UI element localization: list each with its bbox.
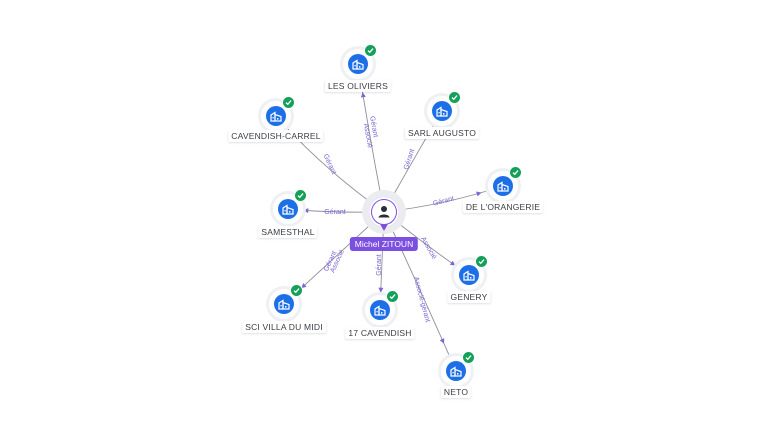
company-icon xyxy=(270,111,282,122)
company-node[interactable] xyxy=(261,96,295,131)
verified-check-icon xyxy=(509,166,522,179)
verified-check-icon xyxy=(475,255,488,268)
company-node-label[interactable]: 17 CAVENDISH xyxy=(345,327,415,339)
company-icon xyxy=(497,181,509,192)
verified-check-icon xyxy=(386,290,399,303)
center-node-label[interactable]: Michel ZITOUN xyxy=(349,237,419,251)
company-node-label[interactable]: LES OLIVIERS xyxy=(324,80,392,92)
verified-check-icon xyxy=(462,351,475,364)
company-icon xyxy=(278,299,290,310)
company-icon xyxy=(282,204,294,215)
center-node-inner xyxy=(372,200,396,224)
company-node-label[interactable]: DE L'ORANGERIE xyxy=(462,201,544,213)
company-node[interactable] xyxy=(488,166,522,201)
company-icon-disc xyxy=(459,265,479,285)
edge-n9 xyxy=(383,211,457,372)
edge-arrow-n1 xyxy=(360,92,366,98)
company-icon-disc xyxy=(370,300,390,320)
company-node-label[interactable]: SCI VILLA DU MIDI xyxy=(242,321,326,333)
company-icon-disc xyxy=(274,294,294,314)
company-icon-disc xyxy=(446,361,466,381)
company-icon xyxy=(436,106,448,117)
edge-label: Gérant xyxy=(368,116,379,138)
company-icon xyxy=(352,59,364,70)
company-icon xyxy=(463,270,475,281)
person-icon xyxy=(378,206,390,218)
company-icon xyxy=(450,366,462,377)
company-node[interactable] xyxy=(343,44,377,79)
company-node[interactable] xyxy=(273,189,307,224)
company-node-label[interactable]: SARL AUGUSTO xyxy=(404,127,480,139)
edge-arrow-n7 xyxy=(301,283,307,289)
edge-label: Associé xyxy=(419,236,437,261)
company-node[interactable] xyxy=(454,255,488,290)
verified-check-icon xyxy=(290,284,303,297)
company-node-label[interactable]: GENERY xyxy=(447,291,491,303)
company-node[interactable] xyxy=(365,290,399,325)
edge-arrow-n9 xyxy=(439,338,445,344)
company-node[interactable] xyxy=(427,91,461,126)
edge-label: Gérant xyxy=(324,209,345,216)
company-node[interactable] xyxy=(441,351,475,386)
edge-label: Gérant xyxy=(376,254,383,275)
company-icon-disc xyxy=(493,176,513,196)
edge-arrow-n8 xyxy=(378,287,384,293)
company-icon-disc xyxy=(432,101,452,121)
edge-arrow-n6 xyxy=(449,260,456,266)
company-node-label[interactable]: CAVENDISH-CARREL xyxy=(228,130,324,142)
company-node-label[interactable]: SAMESTHAL xyxy=(258,226,318,238)
company-icon-disc xyxy=(266,106,286,126)
verified-check-icon xyxy=(294,189,307,202)
company-icon-disc xyxy=(278,199,298,219)
edge-label: Associé xyxy=(362,123,373,148)
edge-arrow-n4 xyxy=(476,191,482,197)
edge-label: Gérant xyxy=(403,148,416,171)
company-node[interactable] xyxy=(269,284,303,319)
company-icon-disc xyxy=(348,54,368,74)
verified-check-icon xyxy=(282,96,295,109)
edge-label: Gérant xyxy=(432,195,455,207)
center-person-node[interactable] xyxy=(369,197,399,231)
edge-arrow-n5 xyxy=(303,208,309,214)
company-icon xyxy=(374,305,386,316)
edge-label: Associé-gérant xyxy=(412,276,431,323)
verified-check-icon xyxy=(448,91,461,104)
center-node-pin xyxy=(380,224,388,231)
company-node-label[interactable]: NETO xyxy=(440,386,472,398)
verified-check-icon xyxy=(364,44,377,57)
